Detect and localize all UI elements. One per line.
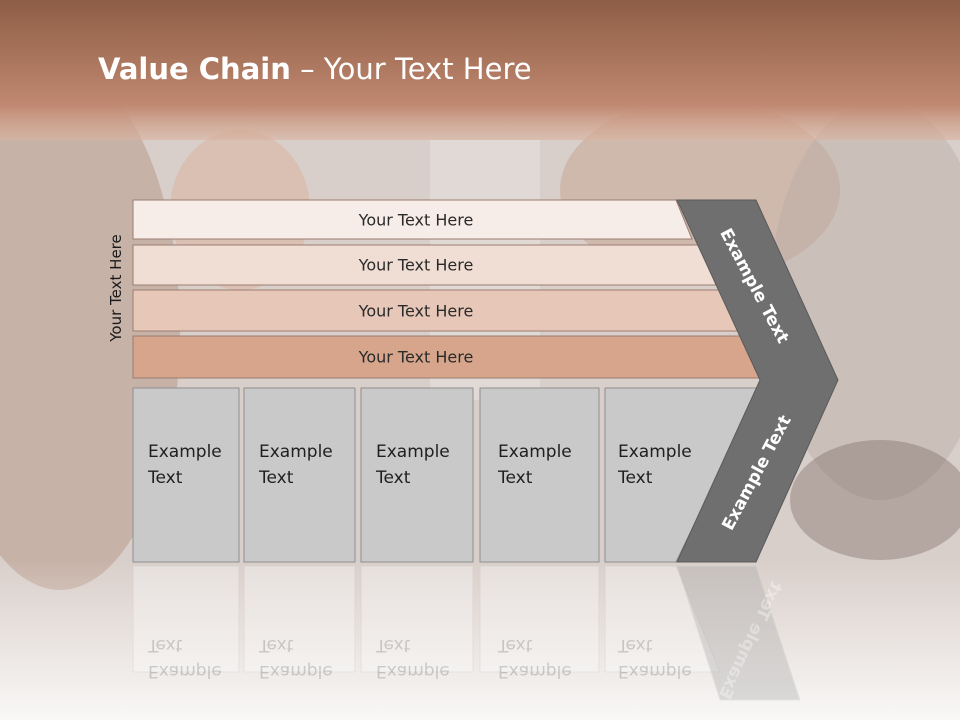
value-bar-1 — [132, 199, 693, 240]
title-bold: Value Chain — [98, 52, 291, 86]
activity-box-label-reflection-2: Example Text — [259, 632, 333, 684]
value-bar-label-4: Your Text Here — [358, 347, 474, 367]
reflection-line1: Example — [148, 661, 222, 681]
activity-box-reflection-1 — [132, 565, 240, 673]
value-chevron-reflection — [676, 565, 801, 701]
activity-box-3 — [360, 387, 474, 563]
activity-box-label-line2: Text — [148, 468, 183, 488]
reflection-line1: Example — [376, 661, 450, 681]
activity-box-label-line1: Example — [618, 442, 692, 462]
activity-box-label-reflection-4: Example Text — [498, 632, 572, 684]
activity-box-label-line1: Example — [259, 442, 333, 462]
title-rest: – Your Text Here — [290, 52, 532, 86]
activity-box-label-line2: Text — [259, 468, 294, 488]
activity-box-label-line2: Text — [618, 468, 653, 488]
activity-box-2 — [243, 387, 356, 563]
activity-box-label-reflection-1: Example Text — [148, 632, 222, 684]
reflection-line1: Example — [259, 661, 333, 681]
reflection-line2: Text — [259, 635, 294, 655]
activity-box-label-line2: Text — [376, 468, 411, 488]
reflection-line2: Text — [618, 635, 653, 655]
activity-box-label-reflection-3: Example Text — [376, 632, 450, 684]
activity-box-4 — [479, 387, 600, 563]
reflection-line1: Example — [618, 661, 692, 681]
activity-box-reflection-4 — [479, 565, 600, 673]
reflection-line2: Text — [148, 635, 183, 655]
reflection-line1: Example — [498, 661, 572, 681]
value-bar-label-3: Your Text Here — [358, 301, 474, 320]
activity-box-reflection-5 — [604, 565, 721, 673]
value-bar-label-1: Your Text Here — [358, 210, 474, 229]
value-bar-label-2: Your Text Here — [358, 255, 474, 275]
reflection-line2: Text — [498, 635, 533, 655]
activity-box-label-line1: Example — [376, 442, 450, 462]
activity-box-label-line1: Example — [498, 442, 572, 462]
slide-title: Value Chain – Your Text Here — [98, 52, 532, 86]
activity-box-5 — [604, 387, 761, 563]
reflection-line2: Text — [376, 635, 411, 655]
value-chevron — [676, 199, 839, 563]
activity-box-reflection-3 — [360, 565, 474, 673]
activity-box-label-line2: Text — [498, 468, 533, 488]
activity-box-reflection-2 — [243, 565, 356, 673]
activity-box-1 — [132, 387, 240, 563]
activity-box-label-reflection-5: Example Text — [618, 632, 692, 684]
activity-box-label-line1: Example — [148, 442, 222, 462]
